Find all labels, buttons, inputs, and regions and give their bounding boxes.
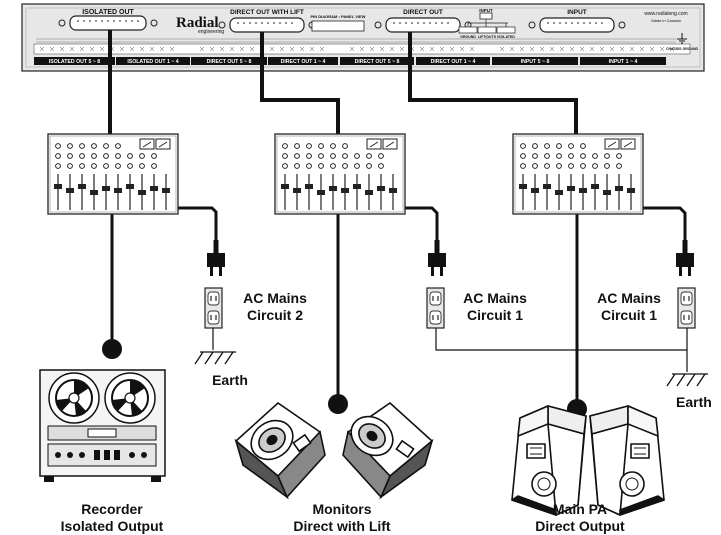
rack-panel: ISOLATED OUT DIRECT OUT WITH LIFT PIN DI… — [21, 3, 705, 72]
snake-cables — [108, 30, 578, 134]
wall-outlet-icon — [677, 287, 696, 329]
ground-wires — [212, 318, 688, 372]
brand-sub: engineering — [198, 29, 224, 35]
section-bar-label: DIRECT OUT 1 ~ 4 — [281, 59, 326, 65]
section-bar-label: INPUT 1 ~ 4 — [609, 59, 638, 65]
pa-speaker-icon — [511, 405, 587, 516]
pin-diagram-label: PIN DIAGRAM • PANEL VIEW — [310, 14, 365, 19]
direct-out-label: DIRECT OUT — [403, 9, 443, 16]
power-plug-icon — [207, 240, 225, 276]
power-plug-icon — [676, 240, 694, 276]
output-cables — [110, 214, 579, 403]
cable-end-recorder — [102, 339, 122, 359]
direct-out-with-lift-label: DIRECT OUT WITH LIFT — [230, 9, 304, 16]
terminal-strip — [33, 38, 691, 55]
earth-label-right: Earth — [676, 394, 712, 410]
ground-switch-group — [458, 12, 516, 34]
brand-logo: Radial — [176, 15, 219, 31]
switch-label-ground: GROUND — [460, 35, 476, 39]
monitors-label: Monitors Direct with Lift — [293, 501, 391, 534]
ground-symbol-icon — [194, 351, 237, 365]
switch-input-label: INPUT — [479, 8, 493, 13]
pin-diagram-connector — [311, 20, 365, 32]
recorder-label: Recorder Isolated Output — [60, 501, 164, 534]
switch-label-isolated: ISOLATED — [497, 35, 515, 39]
cable-end-monitors — [328, 394, 348, 414]
section-bar-label: DIRECT OUT 5 ~ 8 — [207, 59, 252, 65]
power-plug-icon — [428, 240, 446, 276]
mixer-icon — [512, 133, 644, 215]
section-bars — [34, 57, 666, 65]
section-bar-label: INPUT 5 ~ 8 — [521, 59, 550, 65]
section-bar-label: DIRECT OUT 5 ~ 8 — [355, 59, 400, 65]
input-label: INPUT — [567, 9, 587, 16]
isolated-out-label: ISOLATED OUT — [82, 9, 134, 16]
made-in-label: Made in Canada — [651, 18, 681, 23]
mixer-icon — [274, 133, 406, 215]
website-label: www.radialeng.com — [644, 11, 687, 17]
ac-mains-circuit-2-label: AC Mains Circuit 2 — [243, 290, 307, 323]
stage-monitor-icon — [342, 401, 434, 500]
ground-symbol-icon — [666, 373, 709, 387]
power-cords — [178, 206, 687, 244]
earth-label-left: Earth — [212, 372, 248, 388]
main-pa-label: Main PA Direct Output — [535, 501, 625, 534]
stage-monitor-icon — [234, 401, 326, 500]
mixer-icon — [47, 133, 179, 215]
db25-connector-isolated-out — [58, 15, 158, 31]
section-bar-label: ISOLATED OUT 5 ~ 8 — [49, 59, 100, 65]
db25-connector-direct-out — [374, 17, 472, 33]
reel-to-reel-recorder-icon — [39, 369, 166, 482]
ac-mains-circuit-1-label-right: AC Mains Circuit 1 — [597, 290, 661, 323]
section-bar-label: ISOLATED OUT 1 ~ 4 — [127, 59, 178, 65]
section-bar-label: DIRECT OUT 1 ~ 4 — [431, 59, 476, 65]
switch-label-lift: LIFT/OUTS — [478, 35, 497, 39]
pa-speaker-icon — [589, 405, 665, 516]
wall-outlet-icon — [426, 287, 445, 329]
db25-connector-input — [528, 17, 626, 33]
wall-outlet-icon — [204, 287, 223, 329]
ac-mains-circuit-1-label: AC Mains Circuit 1 — [463, 290, 527, 323]
chassis-ground-icon — [677, 33, 687, 44]
db25-connector-direct-out-lift — [218, 17, 316, 33]
chassis-ground-label: CHASSIS GROUND — [666, 47, 699, 51]
